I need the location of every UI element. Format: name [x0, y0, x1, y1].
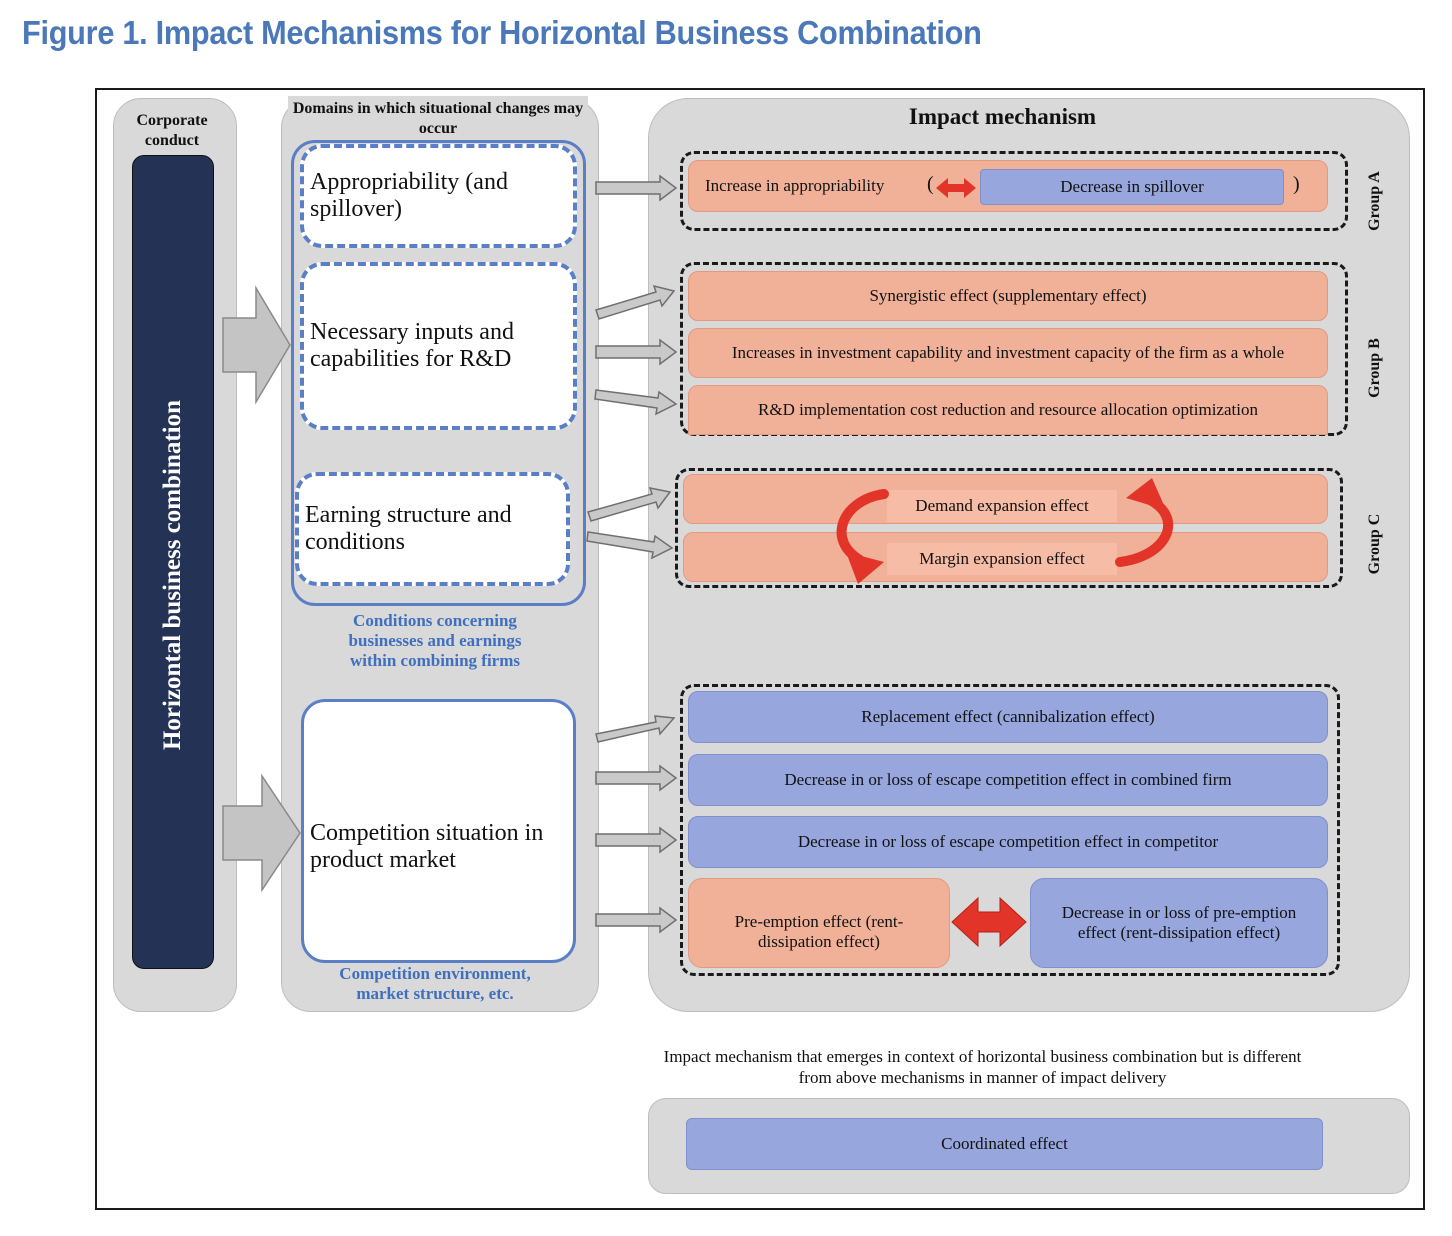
group-b-label: Group B — [1366, 338, 1383, 398]
group-a-outline — [680, 151, 1348, 231]
business-conditions-outline — [291, 140, 586, 606]
synergistic-effect-box: Synergistic effect (supplementary effect… — [688, 271, 1328, 321]
horizontal-combination-bar — [132, 155, 214, 969]
competition-group-outline — [680, 684, 1340, 976]
escape-competition-competitor-box: Decrease in or loss of escape competitio… — [688, 816, 1328, 868]
paren-open: ( — [927, 173, 934, 195]
demand-expansion-label-bg: Demand expansion effect — [887, 490, 1117, 522]
preemption-effect-box: Pre-emption effect (rent-dissipation eff… — [688, 878, 950, 968]
figure-frame — [95, 88, 1425, 1210]
domains-header-bg — [288, 96, 588, 144]
impact-header: Impact mechanism — [908, 104, 1097, 129]
figure-title: Figure 1. Impact Mechanisms for Horizont… — [22, 14, 982, 51]
group-c-label: Group C — [1366, 513, 1383, 575]
domains-header: Domains in which situational changes may… — [292, 100, 584, 137]
paren-close: ) — [1293, 173, 1300, 195]
group-a-label: Group A — [1366, 171, 1383, 231]
escape-competition-combined-box: Decrease in or loss of escape competitio… — [688, 754, 1328, 806]
competition-domain-box — [301, 699, 576, 963]
investment-capability-box: Increases in investment capability and i… — [688, 328, 1328, 378]
coordinated-effect-box: Coordinated effect — [686, 1118, 1323, 1170]
decrease-spillover-box: Decrease in spillover — [980, 169, 1284, 205]
rd-cost-reduction-box: R&D implementation cost reduction and re… — [688, 385, 1328, 435]
corporate-conduct-header: Corporate conduct — [136, 112, 208, 149]
preemption-loss-box: Decrease in or loss of pre-emption effec… — [1030, 878, 1328, 968]
appropriability-domain: Appropriability (and spillover) — [300, 144, 577, 248]
competition-caption: Competition environment, market structur… — [339, 964, 531, 1003]
competition-domain-text: Competition situation in product market — [310, 820, 544, 873]
horizontal-combination-label: Horizontal business combination — [159, 399, 186, 751]
margin-expansion-label-bg: Margin expansion effect — [887, 543, 1117, 575]
group-c-outline — [675, 468, 1343, 588]
replacement-effect-box: Replacement effect (cannibalization effe… — [688, 691, 1328, 743]
inputs-domain: Necessary inputs and capabilities for R&… — [300, 262, 577, 430]
other-mechanism-note: Impact mechanism that emerges in context… — [663, 1047, 1302, 1087]
earning-domain: Earning structure and conditions — [295, 472, 570, 586]
conditions-caption: Conditions concerning businesses and ear… — [348, 611, 522, 670]
increase-appropriability-label: Increase in appropriability — [705, 176, 885, 195]
